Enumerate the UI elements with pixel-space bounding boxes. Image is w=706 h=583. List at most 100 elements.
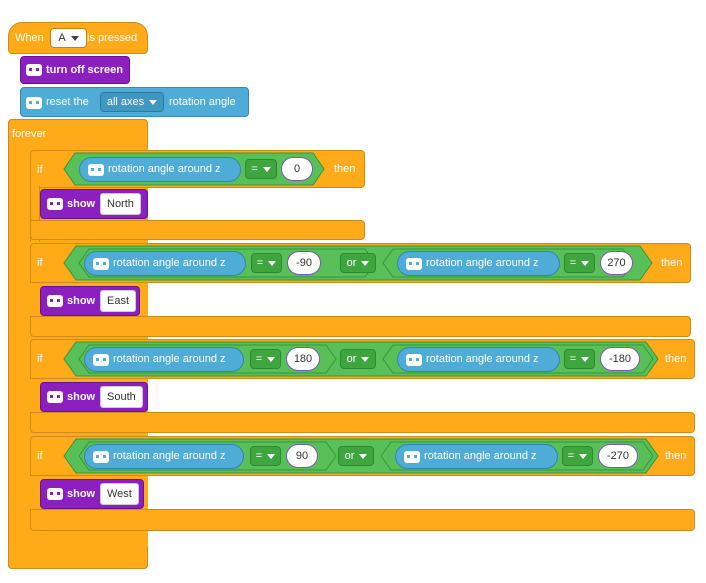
if-bottom-arm — [30, 509, 695, 531]
value-text: -90 — [296, 257, 312, 269]
when-key-pressed-block[interactable]: When A is pressed — [8, 22, 148, 54]
if-label: if — [37, 450, 43, 462]
reporter-label: rotation angle around z — [424, 450, 537, 462]
axes-value: all axes — [106, 96, 145, 108]
if-bottom-arm — [30, 316, 691, 337]
robot-face-icon — [405, 352, 423, 368]
value-input[interactable]: -90 — [287, 251, 321, 275]
reset-prefix-label: reset the — [46, 96, 89, 108]
key-value: A — [58, 32, 66, 44]
rotation-angle-reporter[interactable]: rotation angle around z — [84, 347, 244, 372]
chevron-down-icon — [262, 166, 271, 172]
value-text: 180 — [293, 353, 313, 365]
when-label: When — [15, 32, 44, 44]
rotation-angle-reporter[interactable]: rotation angle around z — [84, 251, 246, 276]
operator-dropdown[interactable]: = — [562, 446, 593, 466]
operator-value: = — [255, 450, 263, 462]
value-text: 90 — [295, 450, 309, 462]
robot-face-icon — [405, 256, 423, 272]
value-input[interactable]: 0 — [281, 157, 313, 181]
show-text: South — [107, 391, 136, 403]
or-value: or — [344, 450, 355, 462]
forever-label: forever — [12, 128, 47, 140]
show-text-input[interactable]: West — [100, 483, 139, 505]
reset-rotation-block[interactable]: reset the all axes rotation angle — [20, 87, 249, 117]
value-input[interactable]: -180 — [600, 347, 640, 371]
chevron-down-icon — [149, 99, 158, 105]
pressed-label: is pressed — [87, 32, 138, 44]
value-text: 270 — [607, 257, 626, 269]
show-text: East — [107, 295, 130, 307]
chevron-down-icon — [267, 356, 276, 362]
robot-face-icon — [403, 449, 421, 465]
chevron-down-icon — [579, 453, 588, 459]
show-text-input[interactable]: South — [100, 386, 143, 408]
operator-dropdown[interactable]: = — [250, 446, 281, 466]
value-input[interactable]: 90 — [286, 444, 318, 468]
value-text: 0 — [293, 163, 301, 175]
or-dropdown[interactable]: or — [340, 349, 376, 369]
rotation-angle-reporter[interactable]: rotation angle around z — [397, 347, 560, 372]
reporter-label: rotation angle around z — [426, 353, 539, 365]
value-input[interactable]: 270 — [600, 251, 633, 275]
reporter-label: rotation angle around z — [426, 257, 539, 269]
or-value: or — [346, 353, 357, 365]
robot-face-icon — [25, 62, 43, 78]
rotation-angle-reporter[interactable]: rotation angle around z — [397, 251, 560, 276]
operator-value: = — [569, 353, 577, 365]
chevron-down-icon — [267, 453, 276, 459]
robot-face-icon — [46, 196, 64, 212]
turn-off-screen-label: turn off screen — [46, 64, 124, 76]
if-bottom-arm — [30, 412, 695, 433]
forever-bottom-arm — [8, 547, 148, 569]
if-spine — [30, 186, 40, 242]
operator-value: = — [256, 257, 264, 269]
rotation-angle-reporter[interactable]: rotation angle around z — [79, 157, 241, 182]
reporter-label: rotation angle around z — [113, 353, 226, 365]
or-dropdown[interactable]: or — [338, 446, 374, 466]
robot-face-icon — [87, 162, 105, 178]
operator-dropdown[interactable]: = — [564, 349, 595, 369]
axes-dropdown[interactable]: all axes — [100, 92, 164, 112]
show-text-input[interactable]: East — [100, 290, 137, 312]
show-text: North — [107, 198, 134, 210]
operator-dropdown[interactable]: = — [245, 159, 277, 179]
value-text: -270 — [606, 450, 630, 462]
if-bottom-arm — [30, 220, 365, 240]
if-label: if — [37, 164, 43, 176]
operator-dropdown[interactable]: = — [251, 253, 282, 273]
reporter-label: rotation angle around z — [113, 450, 226, 462]
operator-value: = — [251, 163, 258, 175]
then-label: then — [334, 163, 356, 175]
if-label: if — [37, 257, 43, 269]
operator-dropdown[interactable]: = — [564, 253, 595, 273]
value-input[interactable]: -270 — [598, 444, 638, 468]
show-label: show — [67, 391, 96, 403]
robot-face-icon — [25, 95, 43, 111]
key-dropdown[interactable]: A — [50, 28, 87, 48]
operator-value: = — [255, 353, 263, 365]
value-text: -180 — [608, 353, 632, 365]
chevron-down-icon — [359, 453, 368, 459]
show-label: show — [67, 295, 96, 307]
operator-value: = — [567, 450, 575, 462]
rotation-angle-reporter[interactable]: rotation angle around z — [395, 444, 558, 469]
reset-suffix-label: rotation angle — [169, 96, 236, 108]
reporter-label: rotation angle around z — [113, 257, 226, 269]
then-label: then — [661, 257, 683, 269]
operator-dropdown[interactable]: = — [250, 349, 281, 369]
show-text: West — [107, 488, 132, 500]
then-label: then — [665, 450, 687, 462]
value-input[interactable]: 180 — [286, 347, 320, 371]
show-label: show — [67, 488, 96, 500]
turn-off-screen-block[interactable]: turn off screen — [20, 56, 130, 84]
chevron-down-icon — [361, 356, 370, 362]
robot-face-icon — [46, 389, 64, 405]
reporter-label: rotation angle around z — [108, 163, 221, 175]
then-label: then — [665, 353, 687, 365]
chevron-down-icon — [581, 260, 590, 266]
or-dropdown[interactable]: or — [340, 253, 376, 273]
rotation-angle-reporter[interactable]: rotation angle around z — [84, 444, 244, 469]
show-text-input[interactable]: North — [100, 193, 141, 215]
robot-face-icon — [92, 449, 110, 465]
